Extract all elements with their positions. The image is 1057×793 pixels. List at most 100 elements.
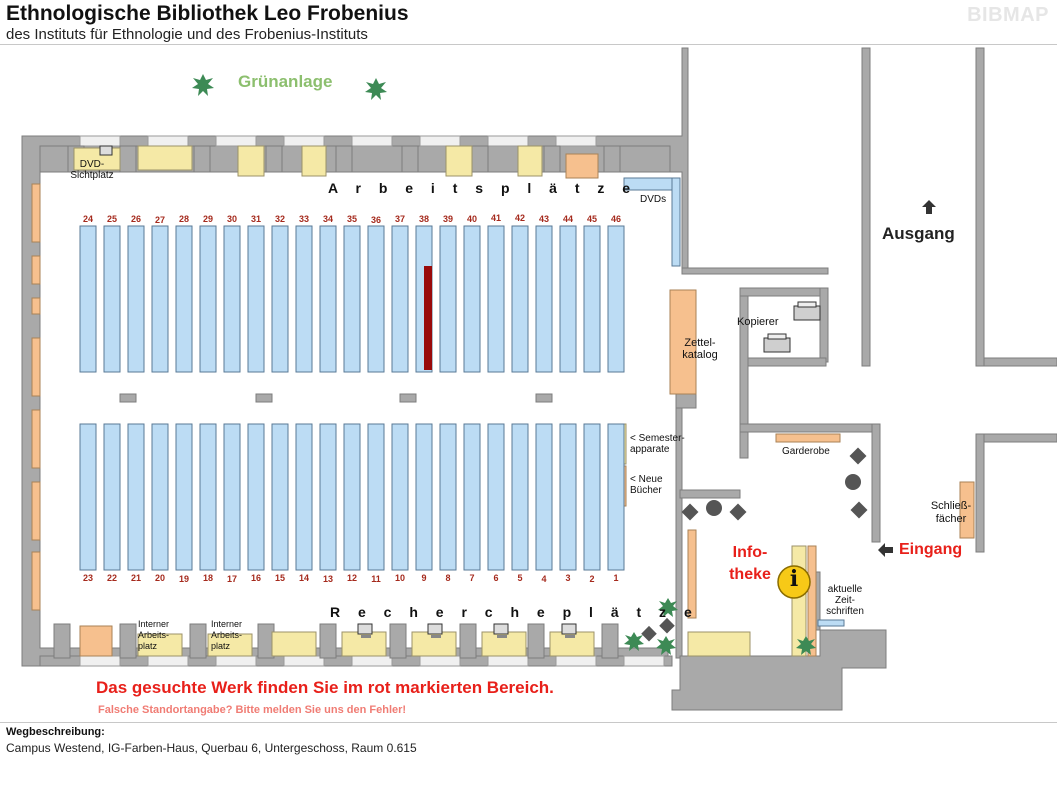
shelf-3 <box>559 423 577 571</box>
shelf-10 <box>391 423 409 571</box>
shelf-21 <box>127 423 145 571</box>
bibmap-logo: BIBMAP <box>967 4 1049 26</box>
exit-label: Ausgang <box>882 224 955 243</box>
shelf-45 <box>583 225 601 373</box>
shelf-34 <box>319 225 337 373</box>
shelf-number: 2 <box>589 574 595 584</box>
shelf-36 <box>367 225 385 373</box>
green-area-label: Grünanlage <box>238 72 333 91</box>
shelf-number: 31 <box>250 214 261 224</box>
shelf-43 <box>535 225 553 373</box>
copier-icon <box>793 301 821 321</box>
shelves-top-row <box>79 225 625 373</box>
cloakroom-label: Garderobe <box>782 446 830 457</box>
computer-icon <box>493 623 509 638</box>
info-icon[interactable] <box>777 565 811 599</box>
shelf-number: 15 <box>274 573 285 583</box>
diamond-icon <box>681 503 699 521</box>
shelf-15 <box>271 423 289 571</box>
shelf-number: 13 <box>322 574 333 584</box>
shelf-12 <box>343 423 361 571</box>
shelf-13 <box>319 423 337 571</box>
shelf-23 <box>79 423 97 571</box>
shelf-1 <box>607 423 625 571</box>
shelf-17 <box>223 423 241 571</box>
research-label: R e c h e r c h e p l ä t z e <box>330 604 699 620</box>
arrow-up-icon <box>922 200 936 214</box>
shelf-5 <box>511 423 529 571</box>
shelf-7 <box>463 423 481 571</box>
shelf-32 <box>271 225 289 373</box>
entrance-label: Eingang <box>899 541 963 558</box>
shelf-number: 9 <box>421 573 427 583</box>
directions-text: Campus Westend, IG-Farben-Haus, Querbau … <box>6 741 417 755</box>
shelf-8 <box>439 423 457 571</box>
tree-icon <box>658 598 678 617</box>
shelf-46 <box>607 225 625 373</box>
shelf-number: 46 <box>610 214 621 224</box>
shelf-39 <box>439 225 457 373</box>
shelf-number: 21 <box>130 573 141 583</box>
diamond-icon <box>849 447 867 465</box>
shelf-number: 30 <box>226 214 237 224</box>
shelf-number: 8 <box>445 573 451 583</box>
diamond-icon <box>850 501 868 519</box>
periodicals-label: aktuelle Zeit- schriften <box>826 584 864 617</box>
report-error-link[interactable]: Falsche Standortangabe? Bitte melden Sie… <box>98 704 407 716</box>
shelf-19 <box>175 423 193 571</box>
shelf-number: 19 <box>178 574 189 584</box>
shelf-number: 44 <box>562 214 573 224</box>
circle-icon <box>845 474 861 490</box>
trees <box>192 74 816 655</box>
shelf-25 <box>103 225 121 373</box>
semester-label: < Semester- apparate <box>630 433 685 455</box>
footer-divider <box>0 722 1057 723</box>
shelf-6 <box>487 423 505 571</box>
tree-icon <box>365 78 387 100</box>
shelf-31 <box>247 225 265 373</box>
diamond-icon <box>641 625 657 642</box>
shelf-number: 4 <box>541 574 547 584</box>
shelf-number: 41 <box>490 213 501 223</box>
dvds-label: DVDs <box>640 194 667 205</box>
computer-icon <box>99 145 113 156</box>
highlighted-shelf-marker <box>424 266 432 370</box>
computers <box>99 145 577 638</box>
shelf-number: 3 <box>565 573 571 583</box>
shelf-11 <box>367 423 385 571</box>
workplaces-label: A r b e i t s p l ä t z e <box>328 180 638 196</box>
shelf-30 <box>223 225 241 373</box>
new-books-label: < Neue Bücher <box>630 474 663 496</box>
shelf-41 <box>487 225 505 373</box>
orange-furniture <box>31 153 975 657</box>
shelf-number: 32 <box>274 214 285 224</box>
shelf-number: 37 <box>394 214 405 224</box>
shelf-number: 7 <box>469 573 475 583</box>
decor-shapes <box>641 447 868 642</box>
computer-icon <box>357 623 373 638</box>
card-catalog-label: Zettel- katalog <box>682 337 718 361</box>
shelf-22 <box>103 423 121 571</box>
copiers <box>763 301 821 353</box>
shelf-14 <box>295 423 313 571</box>
shelf-number: 29 <box>202 214 213 224</box>
location-message: Das gesuchte Werk finden Sie im rot mark… <box>96 678 554 697</box>
diamond-icon <box>659 617 675 634</box>
shelf-number: 28 <box>178 214 189 224</box>
shelf-number: 20 <box>154 573 165 583</box>
library-subtitle: des Instituts für Ethnologie und des Fro… <box>6 26 368 43</box>
shelf-number: 27 <box>154 215 165 225</box>
shelf-20 <box>151 423 169 571</box>
shelf-29 <box>199 225 217 373</box>
shelf-24 <box>79 225 97 373</box>
shelf-18 <box>199 423 217 571</box>
shelf-16 <box>247 423 265 571</box>
diamond-icon <box>729 503 747 521</box>
shelf-number: 22 <box>106 573 117 583</box>
shelf-number: 40 <box>466 214 477 224</box>
desks <box>73 145 751 657</box>
shelf-number: 33 <box>298 214 309 224</box>
shelf-number: 18 <box>202 573 213 583</box>
computer-icon <box>427 623 443 638</box>
internal-workplace-label: Interner Arbeits- platz <box>138 619 170 651</box>
